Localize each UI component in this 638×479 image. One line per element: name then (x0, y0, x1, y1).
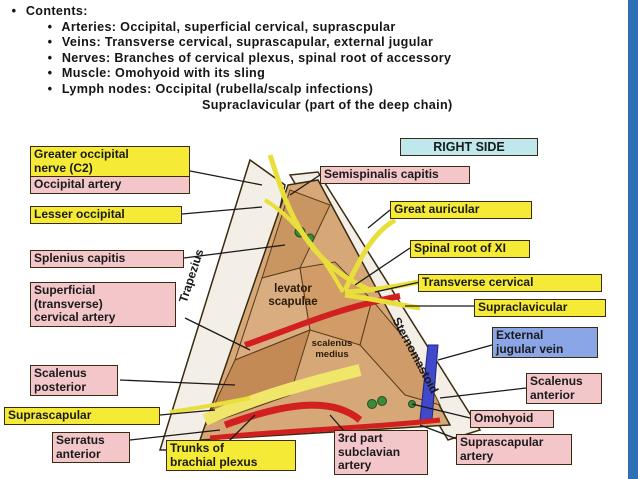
lesser-occipital-nerve (263, 198, 345, 293)
lymph-node (377, 396, 387, 406)
contents-item-text: Muscle: Omohyoid with its sling (61, 66, 266, 81)
greater-occipital-label: Greater occipital nerve (C2) (30, 146, 190, 177)
suprascapular-nerve-label: Suprascapular (4, 407, 160, 425)
scalenus-posterior-line: Scalenus (34, 366, 87, 380)
superficial-cervical-line: Superficial (34, 283, 96, 297)
subclavian-line: artery (338, 458, 372, 472)
contents-item-text: Arteries: Occipital, superficial cervica… (61, 19, 396, 34)
great-auricular-nerve (342, 217, 397, 292)
scalenus-posterior-label: Scalenus posterior (30, 365, 118, 396)
supraclavicular-label: Supraclavicular (474, 299, 606, 317)
trunks-line: Trunks of (170, 441, 225, 455)
scalenus-medius-line: scalenus (311, 338, 353, 349)
scalenus-anterior-line: Scalenus (530, 374, 583, 388)
contents-heading-line: • Contents: (6, 4, 626, 20)
levator-line: levator (274, 283, 312, 295)
subclavian-line: 3rd part (338, 431, 383, 445)
transverse-cervical-label: Transverse cervical (418, 274, 602, 292)
lymph-node (367, 399, 377, 409)
serratus-line: anterior (56, 446, 101, 461)
levator-label: levator scapulae (258, 283, 328, 309)
leader-lines (119, 169, 527, 443)
suprascapular-nerve (169, 396, 251, 414)
bullet-icon: • (47, 35, 53, 50)
contents-item-text: Veins: Transverse cervical, suprascapula… (61, 35, 434, 50)
scalenus-posterior-line: posterior (34, 379, 87, 394)
superficial-cervical-line: (transverse) (34, 296, 103, 311)
contents-item: • Veins: Transverse cervical, suprascapu… (6, 35, 626, 51)
scalenus-medius-label: scalenus medius (302, 338, 362, 360)
suprascapular-artery (209, 417, 441, 441)
external-jugular-line: External (496, 328, 544, 342)
serratus-label: Serratus anterior (52, 432, 130, 463)
right-side-label: RIGHT SIDE (400, 138, 538, 156)
supraclavicular-nerve (344, 292, 421, 311)
contents-continuation: Supraclavicular (part of the deep chain) (202, 97, 453, 112)
subclavian-artery (223, 401, 363, 429)
contents-heading: Contents: (25, 4, 88, 18)
suprascapular-artery-line: artery (460, 448, 494, 463)
contents-item-text: Lymph nodes: Occipital (rubella/scalp in… (61, 81, 374, 96)
scalenus-anterior-line: anterior (530, 387, 575, 402)
splenius-label: Splenius capitis (30, 250, 184, 268)
contents-item: • Nerves: Branches of cervical plexus, s… (6, 51, 626, 67)
superficial-cervical-line: cervical artery (34, 310, 116, 324)
trunks-line: brachial plexus (170, 454, 258, 469)
contents-item: • Muscle: Omohyoid with its sling (6, 66, 626, 82)
subclavian-line: subclavian (338, 444, 401, 459)
semispinalis-label: Semispinalis capitis (320, 166, 470, 184)
scalenus-medius-line: medius (315, 349, 349, 360)
superficial-cervical-label: Superficial (transverse) cervical artery (30, 282, 176, 327)
slide-edge-strip (628, 0, 638, 479)
external-jugular-line: jugular vein (496, 341, 564, 356)
spinal-root-label: Spinal root of XI (410, 240, 530, 258)
greater-occipital-line: Greater occipital (34, 147, 129, 161)
levator-line: scapulae (268, 296, 318, 308)
bullet-icon: • (47, 50, 53, 65)
lesser-occipital-label: Lesser occipital (30, 206, 182, 224)
bullet-icon: • (47, 66, 53, 81)
contents-item: • Lymph nodes: Occipital (rubella/scalp … (6, 82, 626, 98)
omohyoid-label: Omohyoid (470, 410, 554, 428)
bullet-icon: • (47, 19, 53, 34)
contents-list: • Contents: • Arteries: Occipital, super… (6, 4, 626, 113)
great-auricular-label: Great auricular (390, 201, 532, 219)
contents-item-text: Nerves: Branches of cervical plexus, spi… (61, 50, 452, 65)
greater-occipital-line: nerve (C2) (34, 160, 93, 175)
bullet-icon: • (47, 81, 53, 96)
bullet-icon: • (11, 4, 17, 18)
occipital-artery-label: Occipital artery (30, 176, 190, 194)
external-jugular-label: External jugular vein (492, 327, 598, 358)
trunks-label: Trunks of brachial plexus (166, 440, 296, 471)
scalenus-anterior-label: Scalenus anterior (526, 373, 602, 404)
serratus-line: Serratus (56, 433, 105, 447)
brachial-plexus-trunks (202, 364, 362, 426)
subclavian-label: 3rd part subclavian artery (334, 430, 428, 475)
contents-item: • Arteries: Occipital, superficial cervi… (6, 20, 626, 36)
suprascapular-artery-label: Suprascapular artery (456, 434, 572, 465)
suprascapular-artery-line: Suprascapular (460, 435, 544, 449)
